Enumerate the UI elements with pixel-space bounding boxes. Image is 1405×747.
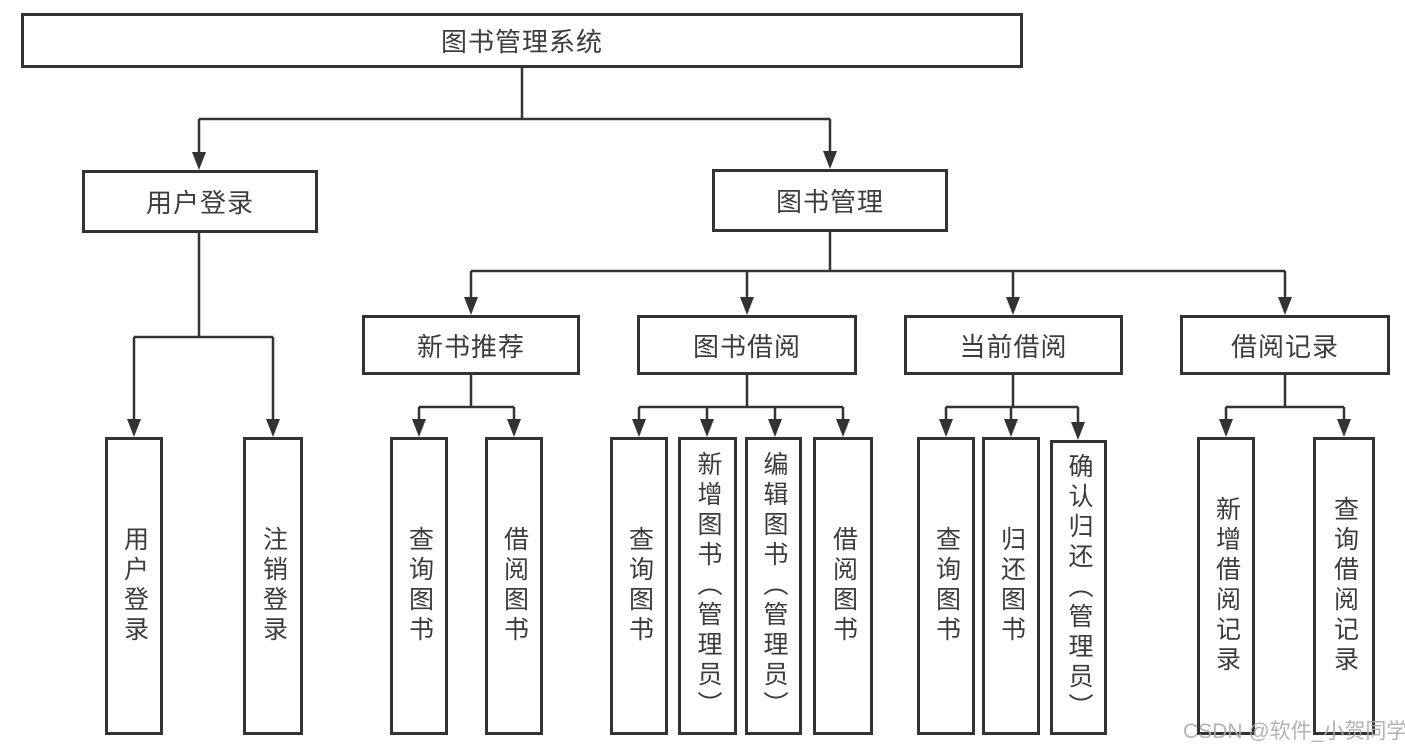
node-label: 用户登录 (145, 188, 254, 218)
leaf-query-borrow-record: 查询借阅记录 (1313, 437, 1375, 735)
node-label: 注销登录 (259, 526, 288, 646)
leaf-logout: 注销登录 (243, 437, 303, 735)
node-label: 归还图书 (997, 526, 1026, 646)
leaf-query-books-1: 查询图书 (390, 437, 448, 735)
node-label: 图书管理 (775, 187, 884, 217)
node-label: 借阅图书 (500, 526, 529, 646)
node-new-book-recommend: 新书推荐 (362, 315, 580, 375)
connector-borrow-children (637, 375, 845, 421)
connector-user-login-children (132, 233, 275, 421)
node-borrowing-records: 借阅记录 (1180, 315, 1390, 375)
node-label: 查询图书 (625, 526, 654, 646)
node-label: 查询图书 (932, 526, 961, 646)
node-user-login: 用户登录 (82, 170, 318, 233)
node-label: 图书借阅 (692, 331, 801, 362)
leaf-query-books-2: 查询图书 (610, 437, 668, 735)
arrowheads-new-book-children (412, 419, 521, 437)
node-label: 借阅图书 (829, 526, 858, 646)
arrowheads-records-children (1219, 419, 1351, 437)
arrowheads-level2 (192, 151, 837, 170)
arrowheads-book-mgmt-children (464, 297, 1292, 315)
leaf-add-borrow-record: 新增借阅记录 (1197, 437, 1255, 735)
node-label: 借阅记录 (1230, 331, 1339, 362)
node-label: 查询图书 (405, 526, 434, 646)
leaf-add-book-admin: 新增图书（管理员） (678, 437, 737, 735)
csdn-watermark: CSDN @软件_小贺同学 (1183, 720, 1405, 743)
connector-new-book-children (417, 375, 516, 421)
node-label: 新增借阅记录 (1212, 496, 1241, 676)
connector-book-mgmt-children (469, 232, 1287, 299)
node-library-management-system: 图书管理系统 (21, 13, 1023, 68)
arrowheads-user-login-children (127, 419, 280, 437)
node-label: 用户登录 (120, 526, 149, 646)
connector-records-children (1224, 375, 1346, 421)
connector-root-to-level2 (197, 68, 832, 154)
node-label: 确认归还（管理员） (1065, 452, 1093, 723)
node-book-management: 图书管理 (712, 169, 948, 232)
connector-current-children (944, 375, 1080, 424)
node-label: 新增图书（管理员） (694, 451, 722, 721)
node-label: 新书推荐 (416, 331, 525, 362)
node-label: 查询借阅记录 (1330, 496, 1359, 676)
node-label: 编辑图书（管理员） (760, 451, 788, 721)
node-label: 图书管理系统 (440, 27, 603, 57)
leaf-borrow-books-2: 借阅图书 (813, 437, 873, 735)
node-book-borrowing: 图书借阅 (637, 315, 857, 375)
leaf-return-book: 归还图书 (982, 437, 1040, 735)
leaf-user-login: 用户登录 (105, 437, 163, 735)
leaf-confirm-return-admin: 确认归还（管理员） (1050, 440, 1107, 735)
leaf-borrow-books-1: 借阅图书 (485, 437, 543, 735)
node-current-borrowing: 当前借阅 (904, 315, 1123, 375)
arrowheads-current-children (939, 419, 1085, 440)
leaf-edit-book-admin: 编辑图书（管理员） (745, 437, 802, 735)
node-label: 当前借阅 (959, 331, 1068, 362)
arrowheads-borrow-children (632, 419, 850, 437)
leaf-query-books-3: 查询图书 (917, 437, 975, 735)
